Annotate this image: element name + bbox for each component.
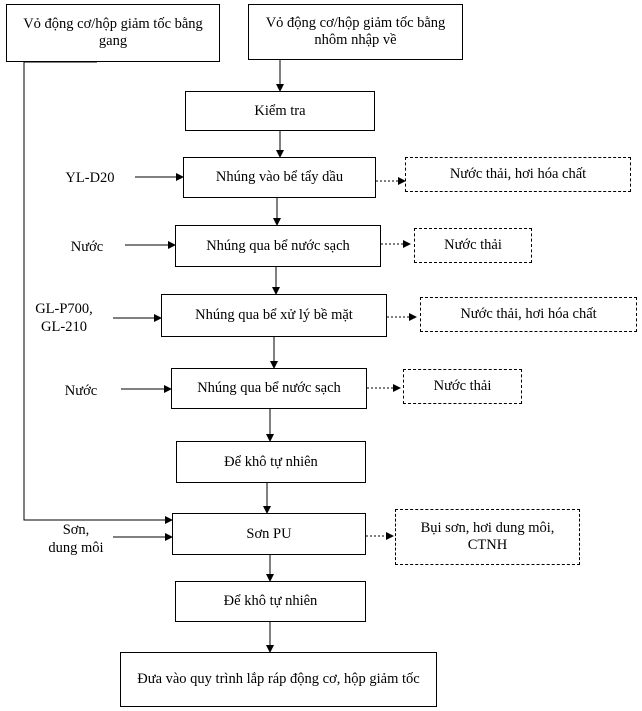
input-paint-line1: Sơn, — [62, 522, 90, 538]
node-pu-paint-label: Sơn PU — [246, 525, 292, 542]
output-rinse-2-waste-label: Nước thải — [433, 378, 492, 394]
node-rinse-1-label: Nhúng qua bể nước sạch — [206, 237, 350, 254]
output-rinse-1-waste: Nước thải — [414, 228, 532, 263]
node-degreasing-label: Nhúng vào bể tẩy dầu — [215, 169, 344, 185]
input-gl-line2: GL-210 — [41, 319, 87, 335]
node-inspection-label: Kiểm tra — [254, 102, 306, 119]
input-yl-d20: YL-D20 — [50, 169, 130, 187]
node-degreasing: Nhúng vào bể tẩy dầu — [183, 157, 376, 198]
node-air-dry-2-label: Để khô tự nhiên — [223, 593, 318, 609]
input-paint-line2: dung môi — [48, 540, 104, 556]
node-cast-iron-housing-label: Vỏ động cơ/hộp giảm tốc bằng gang — [23, 16, 203, 49]
input-water-1-label: Nước — [70, 239, 104, 255]
node-rinse-1: Nhúng qua bể nước sạch — [175, 225, 381, 267]
node-air-dry-1: Để khô tự nhiên — [176, 441, 366, 483]
input-yl-d20-label: YL-D20 — [65, 170, 115, 186]
output-rinse-1-waste-label: Nước thải — [444, 237, 502, 253]
node-surface-treatment-label: Nhúng qua bể xử lý bề mặt — [195, 307, 353, 323]
node-cast-iron-housing: Vỏ động cơ/hộp giảm tốc bằng gang — [6, 4, 220, 62]
node-assembly: Đưa vào quy trình lắp ráp động cơ, hộp g… — [120, 652, 437, 707]
output-rinse-2-waste: Nước thải — [403, 369, 522, 404]
input-water-2: Nước — [46, 382, 116, 400]
node-air-dry-2: Để khô tự nhiên — [175, 581, 366, 622]
input-paint-solvent: Sơn, dung môi — [26, 521, 126, 557]
output-degreasing-waste: Nước thải, hơi hóa chất — [405, 157, 631, 192]
node-aluminum-housing-label: Vỏ động cơ/hộp giảm tốc bằng nhôm nhập v… — [265, 15, 446, 48]
output-surface-waste-label: Nước thải, hơi hóa chất — [460, 306, 597, 322]
input-water-1: Nước — [52, 238, 122, 256]
output-degreasing-waste-label: Nước thải, hơi hóa chất — [449, 166, 587, 182]
node-rinse-2: Nhúng qua bể nước sạch — [171, 368, 367, 409]
node-assembly-label: Đưa vào quy trình lắp ráp động cơ, hộp g… — [137, 671, 420, 687]
node-aluminum-housing: Vỏ động cơ/hộp giảm tốc bằng nhôm nhập v… — [248, 4, 463, 60]
node-air-dry-1-label: Để khô tự nhiên — [224, 453, 318, 470]
output-paint-waste-line1: Bụi sơn, hơi dung môi, — [420, 520, 555, 536]
arrow-cast-iron-to-paint — [23, 61, 173, 524]
input-gl-line1: GL-P700, — [35, 301, 93, 317]
node-inspection: Kiểm tra — [185, 91, 375, 131]
input-water-2-label: Nước — [64, 383, 98, 399]
output-surface-waste: Nước thải, hơi hóa chất — [420, 297, 637, 332]
node-surface-treatment: Nhúng qua bể xử lý bề mặt — [161, 294, 387, 337]
node-rinse-2-label: Nhúng qua bể nước sạch — [197, 380, 341, 396]
output-paint-waste-line2: CTNH — [467, 537, 508, 553]
node-pu-paint: Sơn PU — [172, 513, 366, 555]
input-gl: GL-P700, GL-210 — [14, 300, 114, 336]
output-paint-waste: Bụi sơn, hơi dung môi, CTNH — [395, 509, 580, 565]
